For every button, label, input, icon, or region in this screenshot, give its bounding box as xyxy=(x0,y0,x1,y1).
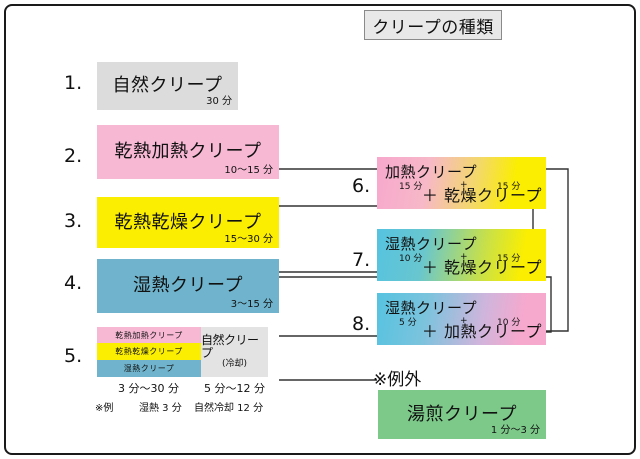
combo-plus: + xyxy=(460,316,468,326)
page-title: クリープの種類 xyxy=(364,10,502,40)
mini-natural-creep-sublabel: (冷却) xyxy=(221,359,248,370)
item5-note-right: 自然冷却 12 分 xyxy=(194,403,264,414)
combo-plus: + xyxy=(460,252,468,262)
item5-duration-right: 5 分〜12 分 xyxy=(204,382,265,395)
combo-line1: 加熱クリープ xyxy=(385,163,478,181)
card-dry-heat-heating-creep[interactable]: 乾熱加熱クリープ 10〜15 分 xyxy=(97,125,279,179)
card-label: 湿熱クリープ xyxy=(133,274,243,296)
combo-line2: ＋ 乾燥クリープ xyxy=(421,186,542,205)
item-number-4: 4. xyxy=(64,272,83,294)
item5-duration-left: 3 分〜30 分 xyxy=(118,382,179,395)
mini-dry-heat-heating-creep[interactable]: 乾熱加熱クリープ xyxy=(97,327,201,343)
item-number-1: 1. xyxy=(64,72,83,94)
combo-line1: 湿熱クリープ xyxy=(385,235,478,253)
item5-note-left: 湿熱 3 分 xyxy=(139,403,182,414)
combo-time2: 15 分 xyxy=(497,182,521,192)
item-number-2: 2. xyxy=(64,145,83,167)
card-label: 自然クリープ xyxy=(112,74,223,96)
combo-line2: ＋ 乾燥クリープ xyxy=(421,258,542,277)
combo-time2: 10 分 xyxy=(497,318,521,328)
card-label: 乾熱乾燥クリープ xyxy=(114,211,262,233)
item-number-7: 7. xyxy=(352,249,371,271)
card-duration: 1 分〜3 分 xyxy=(490,425,540,436)
card-duration: 10〜15 分 xyxy=(224,165,273,176)
item-number-3: 3. xyxy=(64,210,83,232)
combo-time1: 15 分 xyxy=(399,182,423,192)
card-label: 乾熱加熱クリープ xyxy=(114,140,262,162)
card-natural-creep[interactable]: 自然クリープ 30 分 xyxy=(97,62,238,110)
combo-time2: 15 分 xyxy=(497,254,521,264)
card-moist-heat-creep[interactable]: 湿熱クリープ 3〜15 分 xyxy=(97,259,279,313)
card-double-boiler-creep[interactable]: 湯煎クリープ 1 分〜3 分 xyxy=(378,390,546,439)
combo-line1: 湿熱クリープ xyxy=(385,299,478,317)
card-moist-heat-plus-heating-creep[interactable]: 湿熱クリープ 5 分 + 10 分 ＋ 加熱クリープ xyxy=(377,293,546,345)
item-number-6: 6. xyxy=(352,175,371,197)
combo-time1: 10 分 xyxy=(399,254,423,264)
card-moist-heat-plus-drying-creep[interactable]: 湿熱クリープ 10 分 + 15 分 ＋ 乾燥クリープ xyxy=(377,229,546,281)
mini-natural-creep-cooling[interactable]: 自然クリープ (冷却) xyxy=(201,327,268,377)
item5-note-prefix: ※例 xyxy=(95,403,114,414)
card-dry-heat-drying-creep[interactable]: 乾熱乾燥クリープ 15〜30 分 xyxy=(97,197,279,248)
item-number-5: 5. xyxy=(64,345,83,367)
item-number-8: 8. xyxy=(352,313,371,335)
combo-line2: ＋ 加熱クリープ xyxy=(421,322,542,341)
mini-natural-creep-label: 自然クリープ xyxy=(201,332,259,361)
combo-plus: + xyxy=(460,180,468,190)
card-duration: 15〜30 分 xyxy=(224,234,273,245)
card-duration: 30 分 xyxy=(206,96,232,107)
mini-moist-heat-creep[interactable]: 湿熱クリープ xyxy=(97,360,201,377)
card-duration: 3〜15 分 xyxy=(230,299,273,310)
card-heating-plus-drying-creep[interactable]: 加熱クリープ 15 分 + 15 分 ＋ 乾燥クリープ xyxy=(377,157,546,209)
exception-label: ※例外 xyxy=(373,370,422,390)
mini-dry-heat-drying-creep[interactable]: 乾熱乾燥クリープ xyxy=(97,343,201,360)
card-label: 湯煎クリープ xyxy=(407,403,517,425)
combo-time1: 5 分 xyxy=(399,318,417,328)
